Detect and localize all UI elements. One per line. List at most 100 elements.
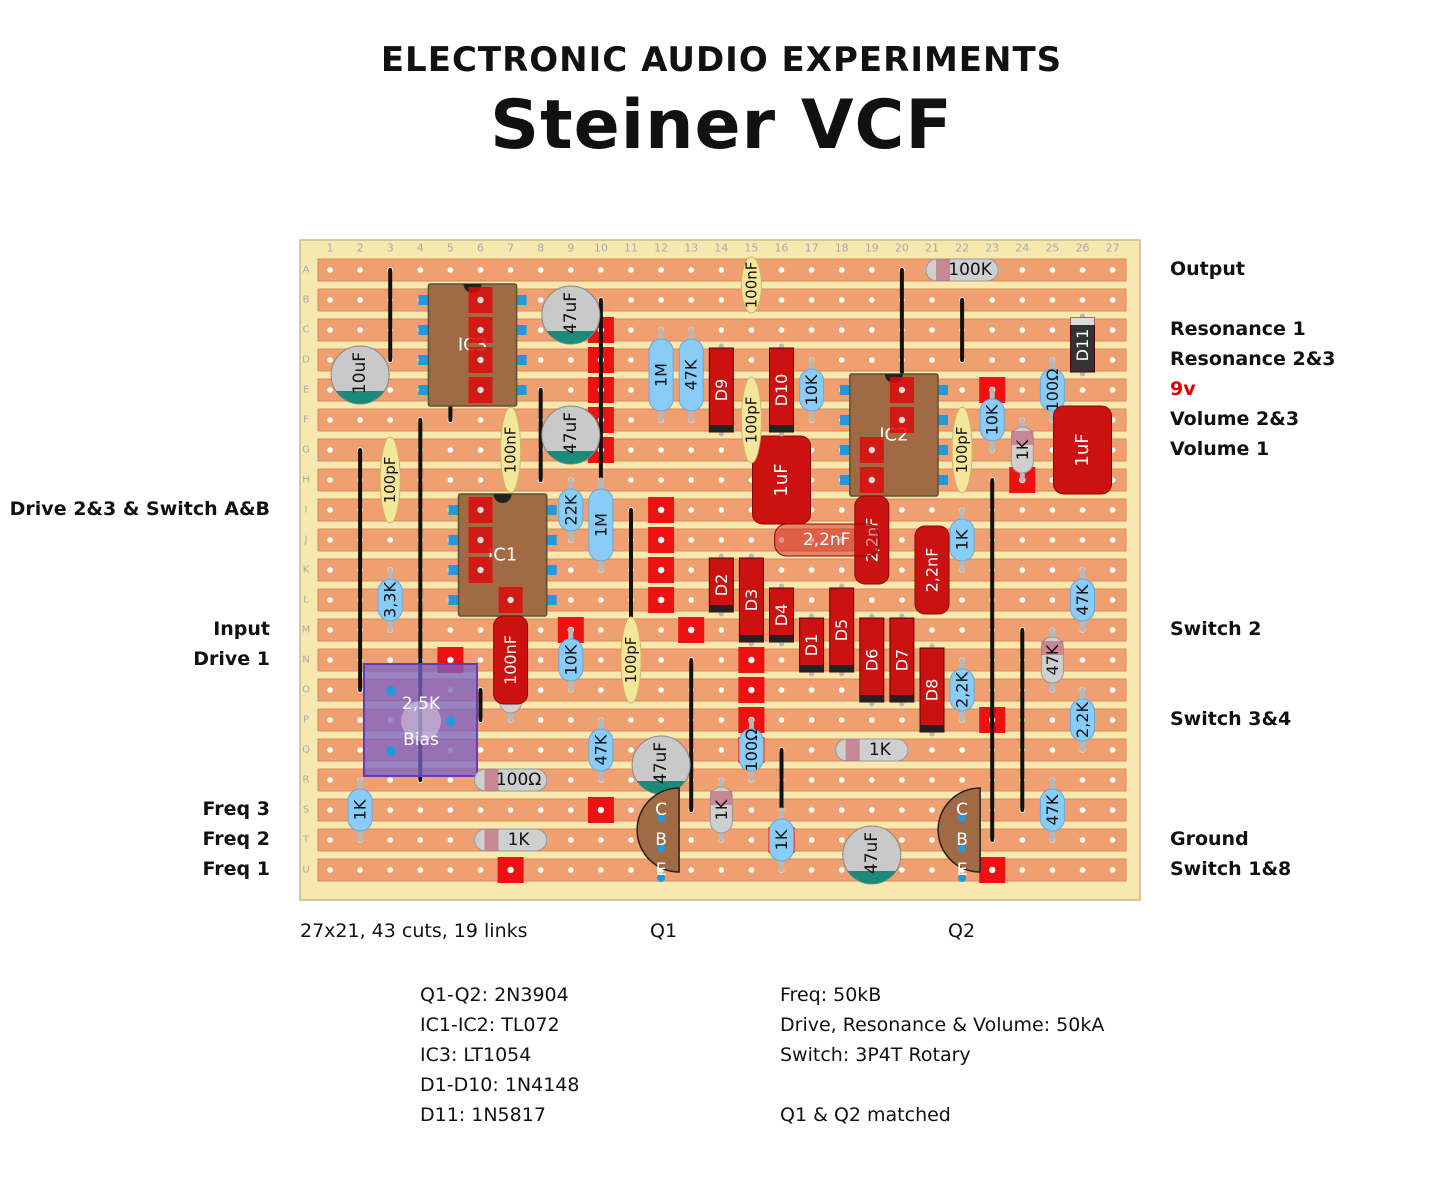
strip-hole	[477, 477, 484, 483]
row-letter: P	[303, 715, 309, 726]
strip-hole	[989, 297, 995, 303]
resistor: 1M	[588, 488, 614, 562]
strip-hole	[1109, 507, 1116, 513]
project-title: Steiner VCF	[490, 86, 953, 165]
strip-hole	[568, 747, 574, 753]
strip-hole	[1109, 837, 1116, 843]
strip-hole	[869, 597, 875, 603]
strip-hole	[327, 747, 333, 753]
diode-band	[739, 635, 764, 642]
diode-body	[738, 557, 764, 643]
strip-hole	[1079, 867, 1086, 873]
diode-band	[709, 425, 734, 432]
strip-hole	[357, 417, 363, 423]
strip-hole	[959, 597, 965, 603]
ic-pin	[448, 595, 459, 605]
strip-hole	[718, 297, 725, 303]
strip-hole	[537, 357, 544, 363]
resistor-body	[949, 668, 975, 712]
strip-hole	[748, 537, 755, 543]
ic-pin	[839, 415, 850, 425]
ceramic-capacitor: 100nF	[740, 256, 762, 314]
pot-name: Bias	[403, 730, 439, 750]
strip-hole	[327, 657, 333, 663]
q2-label: Q2	[948, 920, 976, 942]
strip-hole	[718, 687, 725, 693]
strip-hole	[808, 297, 815, 303]
row-letter: O	[302, 685, 310, 696]
transistor-pin-label: B	[655, 830, 667, 850]
strip-hole	[1049, 327, 1056, 333]
row-letter: T	[302, 835, 310, 846]
strip-hole	[838, 567, 845, 573]
strip-hole	[387, 537, 394, 543]
strip-hole	[1019, 267, 1026, 273]
strip-hole	[899, 777, 905, 783]
resistor-value: 10K	[561, 644, 580, 675]
capacitor-body	[854, 495, 890, 585]
label-right: Volume 1	[1170, 438, 1270, 460]
ic-pin	[516, 325, 527, 335]
column-number: 8	[537, 242, 544, 255]
capacitor-value: 100pF	[742, 397, 760, 444]
strip-hole	[387, 807, 394, 813]
resistor: 10K	[979, 398, 1005, 442]
row-letter: N	[302, 655, 309, 666]
capacitor-stripe	[546, 331, 595, 344]
strip-hole	[748, 837, 755, 843]
ic-pin	[546, 505, 557, 515]
resistor-value: 100K	[948, 260, 992, 280]
resistor: 1K	[1010, 426, 1034, 474]
diode: D9	[708, 347, 734, 433]
strip-hole	[1109, 807, 1116, 813]
column-number: 27	[1106, 242, 1120, 255]
note-line: Q1 & Q2 matched	[780, 1104, 951, 1126]
note-line: D11: 1N5817	[420, 1104, 546, 1126]
strip-hole	[778, 537, 785, 543]
strip-hole	[568, 357, 574, 363]
strip-hole	[1109, 627, 1116, 633]
capacitor-body	[740, 256, 762, 314]
row-letter: R	[303, 775, 310, 786]
strip-hole	[868, 476, 875, 484]
strip-hole	[568, 567, 574, 573]
diode-label: D11	[1073, 329, 1092, 362]
ceramic-capacitor: 100nF	[500, 406, 522, 494]
diode-label: D4	[772, 604, 791, 627]
strip-hole	[869, 357, 875, 363]
column-number: 4	[417, 242, 424, 255]
diode-body	[829, 587, 855, 673]
resistor-body	[1070, 698, 1095, 742]
strip-hole	[808, 837, 815, 843]
strip-hole	[1079, 537, 1086, 543]
strip-hole	[869, 297, 875, 303]
electrolytic-capacitor: 47uF	[541, 405, 601, 465]
strip-hole	[658, 627, 664, 633]
strip-hole	[1079, 297, 1086, 303]
strip-hole	[898, 386, 906, 394]
resistor: 47K	[1070, 578, 1095, 622]
strip-hole	[688, 297, 694, 303]
resistor: 100Ω	[738, 728, 764, 772]
strip-hole	[868, 446, 875, 454]
ic-pin	[418, 385, 429, 395]
strip-hole	[748, 686, 755, 694]
column-number: 23	[985, 242, 999, 255]
strip-hole	[1079, 657, 1086, 663]
ic-ic2: IC2	[839, 373, 948, 497]
diode-label: D6	[862, 649, 881, 672]
row-letter: F	[303, 415, 309, 426]
strip-hole	[899, 807, 905, 813]
diode: D6	[859, 617, 885, 703]
strip-hole	[869, 777, 875, 783]
strip-hole	[537, 867, 544, 873]
strip-hole	[838, 777, 845, 783]
film-capacitor: 2,2nF	[774, 523, 880, 557]
strip-hole	[658, 687, 664, 693]
resistor-body	[1039, 368, 1065, 412]
strip-hole	[899, 537, 905, 543]
strip-hole	[1019, 567, 1026, 573]
strip-hole	[899, 597, 905, 603]
note-line: IC1-IC2: TL072	[420, 1014, 560, 1036]
